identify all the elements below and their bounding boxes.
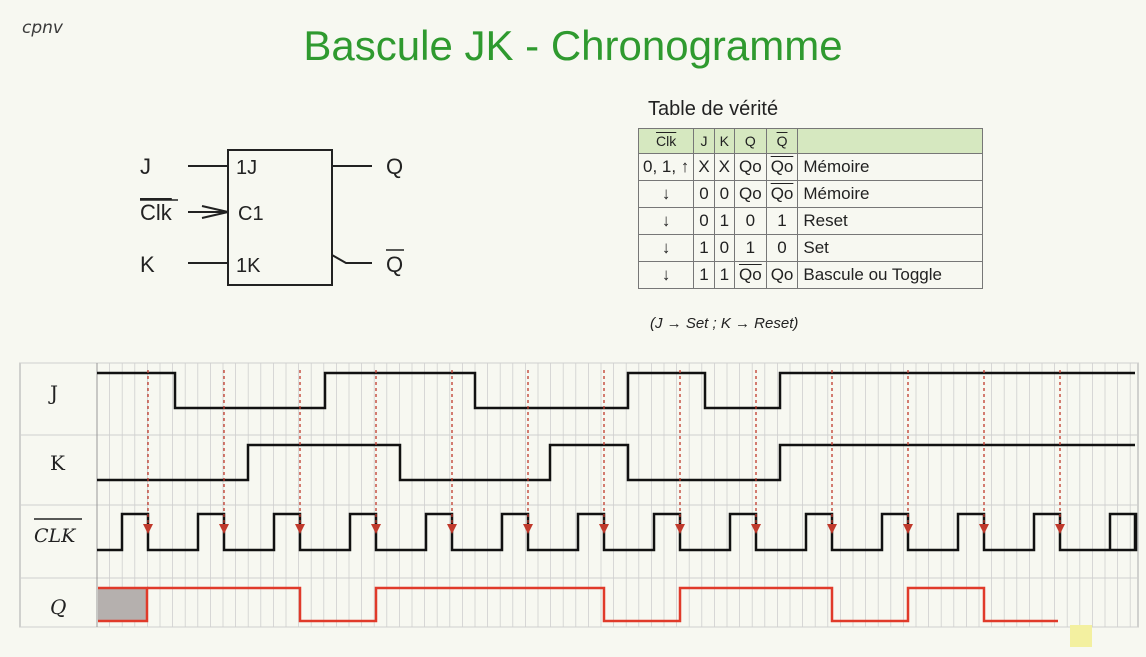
table-row: ↓ 0 1 0 1 Reset <box>637 207 984 235</box>
cell-j: X <box>693 153 715 181</box>
flipflop-box <box>227 149 333 286</box>
wave-q-initial <box>98 586 149 623</box>
slide-corner-mark <box>1070 625 1092 647</box>
cell-k: 0 <box>713 234 736 262</box>
cell-q: Qo <box>734 180 767 208</box>
pin-1j-label: 1J <box>236 157 257 179</box>
cell-qbar: Qo <box>765 180 799 208</box>
header-k: K <box>713 128 736 154</box>
signal-k-label: K <box>50 451 66 475</box>
down-arrow-icon <box>1055 524 1065 534</box>
truth-table-title: Table de vérité <box>648 98 779 120</box>
cell-j: 0 <box>693 180 715 208</box>
cell-clk: ↓ <box>637 261 695 289</box>
table-row: 0, 1, ↑ X X Qo Qo Mémoire <box>637 153 984 181</box>
down-arrow-icon <box>751 524 761 534</box>
wave-k <box>97 443 1135 482</box>
falling-edge-markers <box>143 370 1065 534</box>
cpnv-logo: cpnv <box>22 18 63 38</box>
signal-clk-label: CLK <box>34 525 77 547</box>
cell-clk: 0, 1, ↑ <box>637 153 695 181</box>
down-arrow-icon <box>599 524 609 534</box>
cell-q: 0 <box>734 207 767 235</box>
down-arrow-icon <box>295 524 305 534</box>
timing-grid <box>19 362 1139 628</box>
cell-qbar: Qo <box>765 261 799 289</box>
cell-j: 1 <box>693 234 715 262</box>
q-unknown-region <box>98 588 147 621</box>
cell-desc: Bascule ou Toggle <box>797 261 984 289</box>
header-qbar: Q <box>765 128 799 154</box>
truth-table-header: Clk J K Q Q <box>637 128 984 154</box>
cell-q: Qo <box>734 261 767 289</box>
cell-k: 0 <box>713 180 736 208</box>
input-clk-label: Clk <box>140 200 173 225</box>
cell-desc: Mémoire <box>797 180 984 208</box>
down-arrow-icon <box>523 524 533 534</box>
down-arrow-icon <box>447 524 457 534</box>
input-j-label: J <box>140 154 151 179</box>
jk-flipflop-symbol: J Clk K 1J C1 1K Q Q <box>140 149 404 286</box>
truth-table-note: (J → Set ; K → Reset) <box>650 315 799 332</box>
down-arrow-icon <box>979 524 989 534</box>
output-q-label: Q <box>386 154 403 179</box>
down-arrow-icon <box>143 524 153 534</box>
table-row: ↓ 0 0 Qo Qo Mémoire <box>637 180 984 208</box>
cell-j: 1 <box>693 261 715 289</box>
cell-j: 0 <box>693 207 715 235</box>
down-arrow-icon <box>219 524 229 534</box>
header-clk: Clk <box>637 128 695 154</box>
down-arrow-icon <box>675 524 685 534</box>
truth-table: Clk J K Q Q 0, 1, ↑ X X Qo Qo Mémoire ↓ … <box>637 128 984 289</box>
header-j: J <box>693 128 715 154</box>
cell-clk: ↓ <box>637 207 695 235</box>
header-desc <box>797 128 984 154</box>
cell-clk: ↓ <box>637 180 695 208</box>
falling-edge-trigger-icon <box>201 205 229 219</box>
negation-bubble-icon <box>331 254 372 264</box>
cell-q: Qo <box>734 153 767 181</box>
pin-1k-label: 1K <box>236 255 261 277</box>
down-arrow-icon <box>903 524 913 534</box>
cell-qbar: Qo <box>765 153 799 181</box>
cell-desc: Set <box>797 234 984 262</box>
cell-k: 1 <box>713 207 736 235</box>
signal-j-label: J <box>48 381 58 405</box>
cell-k: 1 <box>713 261 736 289</box>
cell-qbar: 0 <box>765 234 799 262</box>
page-title: Bascule JK - Chronogramme <box>303 22 843 69</box>
cell-clk: ↓ <box>637 234 695 262</box>
signal-q-label: Q <box>50 595 66 619</box>
wave-q <box>147 586 1058 623</box>
wave-j <box>97 371 1135 410</box>
cell-q: 1 <box>734 234 767 262</box>
pin-c1-label: C1 <box>238 203 264 225</box>
wave-clk <box>97 512 1138 552</box>
cell-qbar: 1 <box>765 207 799 235</box>
cell-desc: Reset <box>797 207 984 235</box>
table-row: ↓ 1 1 Qo Qo Bascule ou Toggle <box>637 261 984 289</box>
table-row: ↓ 1 0 1 0 Set <box>637 234 984 262</box>
cell-desc: Mémoire <box>797 153 984 181</box>
input-k-label: K <box>140 252 155 277</box>
waveforms <box>97 371 1138 623</box>
down-arrow-icon <box>827 524 837 534</box>
header-q: Q <box>734 128 767 154</box>
timing-diagram: J K CLK Q <box>19 362 1139 628</box>
output-qbar-label: Q <box>386 252 403 277</box>
cell-k: X <box>713 153 736 181</box>
down-arrow-icon <box>371 524 381 534</box>
